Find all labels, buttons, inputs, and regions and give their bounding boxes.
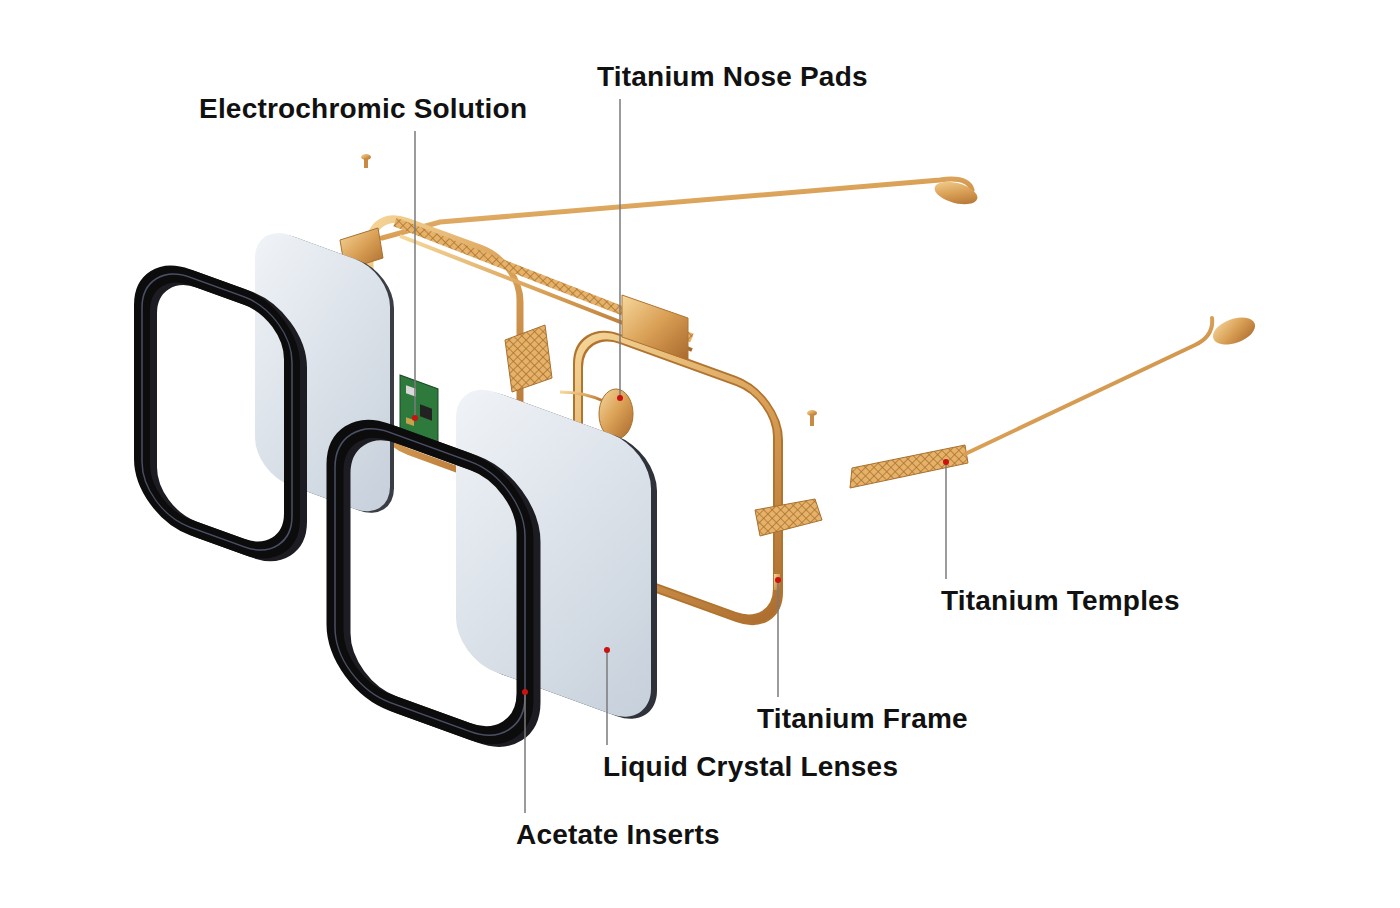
component [420, 404, 432, 420]
label-anchor: Titanium Temples [941, 585, 1180, 617]
screw [361, 154, 371, 168]
left-lens [255, 223, 394, 524]
label-anchor: Titanium Frame [757, 703, 968, 735]
leader-dot [943, 459, 949, 465]
part-label: Titanium Frame [757, 703, 968, 735]
label-anchor: Titanium Nose Pads [597, 61, 868, 93]
ring-face [335, 412, 525, 751]
nose-pad [599, 389, 633, 439]
leader-dots [412, 395, 949, 695]
frame-plate [622, 295, 688, 360]
hinge-block [755, 499, 822, 536]
leader-line [777, 580, 779, 697]
leader-dot [522, 689, 528, 695]
ring-depth [342, 415, 532, 754]
temple-tip [1209, 312, 1259, 350]
right-lens [456, 378, 657, 731]
temple-grip [850, 445, 968, 488]
temple-tip [932, 178, 980, 209]
hinge-stub [774, 574, 780, 590]
leader-line [606, 650, 608, 745]
leader-line [414, 131, 416, 418]
screw [807, 410, 817, 426]
label-anchor: Liquid Crystal Lenses [603, 751, 898, 783]
front-temple [965, 318, 1212, 454]
lens-face [456, 378, 651, 729]
leader-line [945, 462, 947, 579]
part-label: Acetate Inserts [516, 819, 720, 851]
label-anchor: Acetate Inserts [516, 819, 720, 851]
label-anchor: Electrochromic Solution [199, 93, 527, 125]
part-label: Electrochromic Solution [199, 93, 527, 125]
part-label: Liquid Crystal Lenses [603, 751, 898, 783]
screw-shaft [810, 414, 814, 426]
leader-dot [617, 395, 623, 401]
ring-face [142, 260, 292, 565]
leader-line [524, 692, 526, 813]
leader-dot [604, 647, 610, 653]
leader-dot [412, 415, 418, 421]
left-acetate-ring [142, 260, 299, 567]
leader-line [619, 99, 621, 398]
right-acetate-ring [335, 412, 532, 754]
back-temple [382, 179, 972, 238]
ring-highlight [335, 412, 525, 751]
screw-shaft [364, 158, 368, 168]
bridge [505, 325, 552, 392]
lens-face [255, 223, 390, 522]
nose-pad-arm [560, 392, 606, 402]
ring-highlight [142, 260, 292, 565]
part-label: Titanium Nose Pads [597, 61, 868, 93]
part-label: Titanium Temples [941, 585, 1180, 617]
leader-dot [775, 577, 781, 583]
